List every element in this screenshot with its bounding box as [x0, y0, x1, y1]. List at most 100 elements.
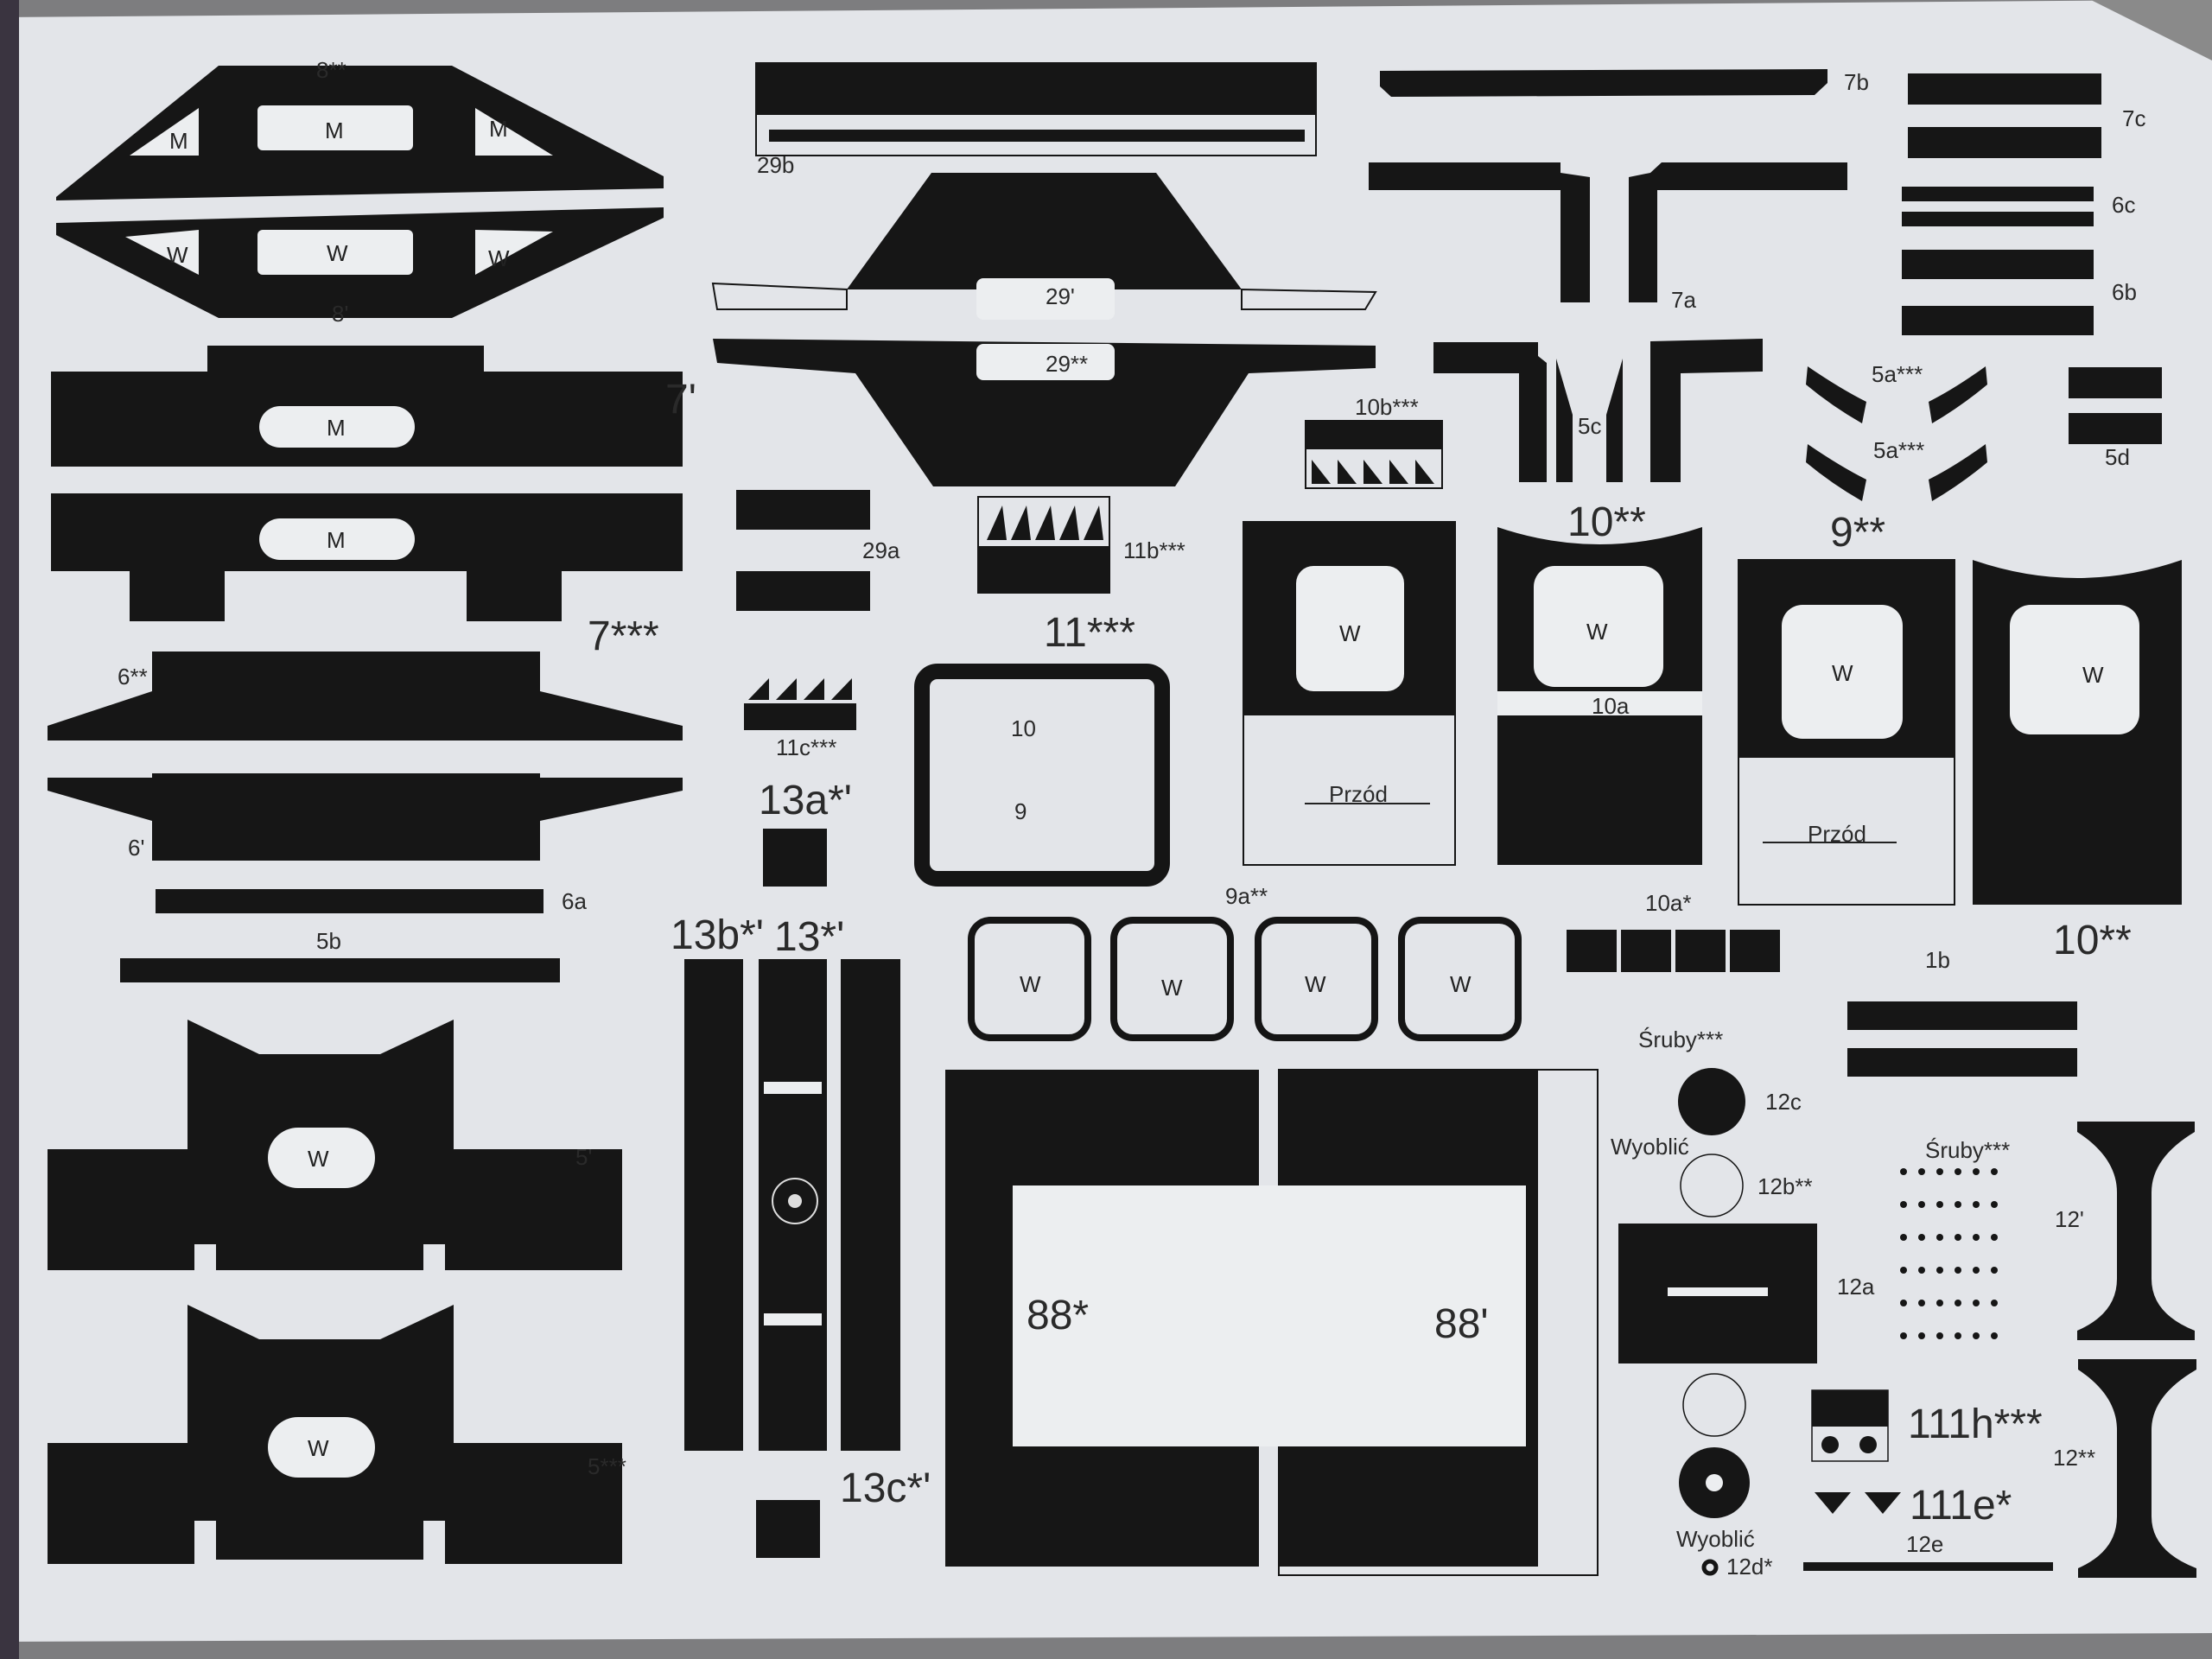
screw-dot — [1973, 1168, 1980, 1175]
screw-dot — [1900, 1267, 1907, 1274]
window-mark: W — [488, 245, 510, 271]
background-carpet — [2091, 0, 2212, 60]
window-mark: M — [327, 527, 346, 553]
label-7-prime: 7' — [665, 377, 696, 423]
part-11c — [744, 678, 856, 730]
part-12d — [1701, 1559, 1719, 1576]
screw-dot — [1900, 1234, 1907, 1241]
part-10a-star — [1567, 930, 1780, 972]
part-8-upper: M M M — [56, 66, 664, 200]
part-12-prime — [2077, 1122, 2195, 1340]
screw-dot — [1936, 1267, 1943, 1274]
screw-dot — [1918, 1300, 1925, 1306]
part-29a-1 — [736, 490, 870, 530]
part-13-prime — [841, 959, 900, 1451]
screw-dot — [1900, 1201, 1907, 1208]
screw-dot — [1991, 1234, 1998, 1241]
window-mark: W — [1832, 660, 1853, 686]
part-8-lower: W W W — [56, 207, 664, 318]
screw-dot — [1918, 1267, 1925, 1274]
part-7c-1 — [1908, 73, 2101, 105]
part-13b — [684, 959, 743, 1451]
label-13b: 13b*' — [671, 912, 764, 958]
label-29b: 29b — [757, 152, 794, 178]
part-5-upper: W — [48, 1020, 622, 1270]
label-88-star: 88* — [1027, 1293, 1089, 1338]
window-mark: W — [1586, 619, 1608, 645]
label-88-prime: 88' — [1434, 1301, 1489, 1347]
label-13a: 13a*' — [759, 778, 852, 823]
part-7-lower: M — [51, 493, 683, 621]
label-8-lower: 8' — [332, 301, 348, 327]
label-przod: Przód — [1808, 821, 1866, 847]
screw-dot — [1955, 1168, 1961, 1175]
screw-dot — [1991, 1332, 1998, 1339]
window-mark: W — [1450, 971, 1471, 997]
part-12b — [1680, 1154, 1744, 1217]
window-mark: W — [1161, 975, 1183, 1001]
label-10b: 10b*** — [1355, 394, 1419, 420]
label-13: 13*' — [774, 914, 844, 960]
part-13a — [763, 829, 827, 887]
part-6c-2 — [1902, 212, 2094, 226]
window-mark: W — [308, 1146, 329, 1172]
label-przod: Przód — [1329, 781, 1388, 807]
screw-dot — [1991, 1168, 1998, 1175]
label-6a: 6a — [562, 888, 587, 914]
label-5-triple: 5*** — [588, 1453, 626, 1479]
screw-dot — [1900, 1332, 1907, 1339]
part-10b — [1305, 420, 1443, 489]
part-12a — [1618, 1224, 1817, 1363]
label-7c: 7c — [2122, 105, 2145, 131]
label-7a: 7a — [1671, 287, 1696, 313]
part-12c — [1678, 1068, 1745, 1135]
part-12-disc — [1679, 1447, 1750, 1518]
label-10a: 10a — [1592, 693, 1630, 719]
label-8-upper: 8** — [316, 57, 346, 83]
part-7-upper: M — [51, 346, 683, 467]
screw-dot — [1918, 1234, 1925, 1241]
screw-dot — [1955, 1300, 1961, 1306]
label-7-triple: 7*** — [588, 613, 659, 659]
part-7b — [1380, 69, 1827, 97]
window-mark: M — [489, 116, 508, 142]
screw-dot — [1973, 1234, 1980, 1241]
screw-dot — [1955, 1267, 1961, 1274]
window-mark: W — [308, 1435, 329, 1461]
window-mark: M — [327, 415, 346, 441]
part-111h — [1811, 1389, 1889, 1462]
label-12c: 12c — [1765, 1089, 1802, 1115]
binding-edge — [0, 0, 19, 1659]
part-29a-2 — [736, 571, 870, 611]
label-7b: 7b — [1844, 69, 1869, 95]
screw-dot — [1918, 1168, 1925, 1175]
label-5a: 5a*** — [1873, 437, 1924, 463]
screw-dot — [1900, 1300, 1907, 1306]
screw-dot — [1936, 1332, 1943, 1339]
part-5c — [1433, 339, 1763, 482]
screw-dot — [1955, 1234, 1961, 1241]
part-10-right-panel: W — [1973, 560, 2182, 905]
screw-dot — [1991, 1300, 1998, 1306]
label-9a: 9a** — [1225, 883, 1268, 909]
label-11c: 11c*** — [776, 734, 836, 760]
label-12-prime: 12' — [2055, 1206, 2084, 1232]
part-13 — [759, 959, 827, 1451]
label-6-upper: 6** — [118, 664, 148, 690]
part-5d-1 — [2069, 367, 2162, 398]
screw-dot — [1955, 1201, 1961, 1208]
part-1b-1 — [1847, 1001, 2077, 1030]
screw-dot — [1918, 1332, 1925, 1339]
part-6a — [156, 889, 543, 913]
window-mark: W — [2082, 662, 2104, 688]
part-11b — [977, 496, 1110, 594]
part-13c — [756, 1500, 820, 1558]
window-mark: M — [325, 118, 344, 143]
part-6-lower — [48, 773, 683, 861]
part-6b-1 — [1902, 250, 2094, 279]
label-9-double: 9** — [1830, 510, 1885, 556]
screw-dot — [1973, 1201, 1980, 1208]
window-mark: W — [1305, 971, 1326, 997]
part-1b-2 — [1847, 1048, 2077, 1077]
